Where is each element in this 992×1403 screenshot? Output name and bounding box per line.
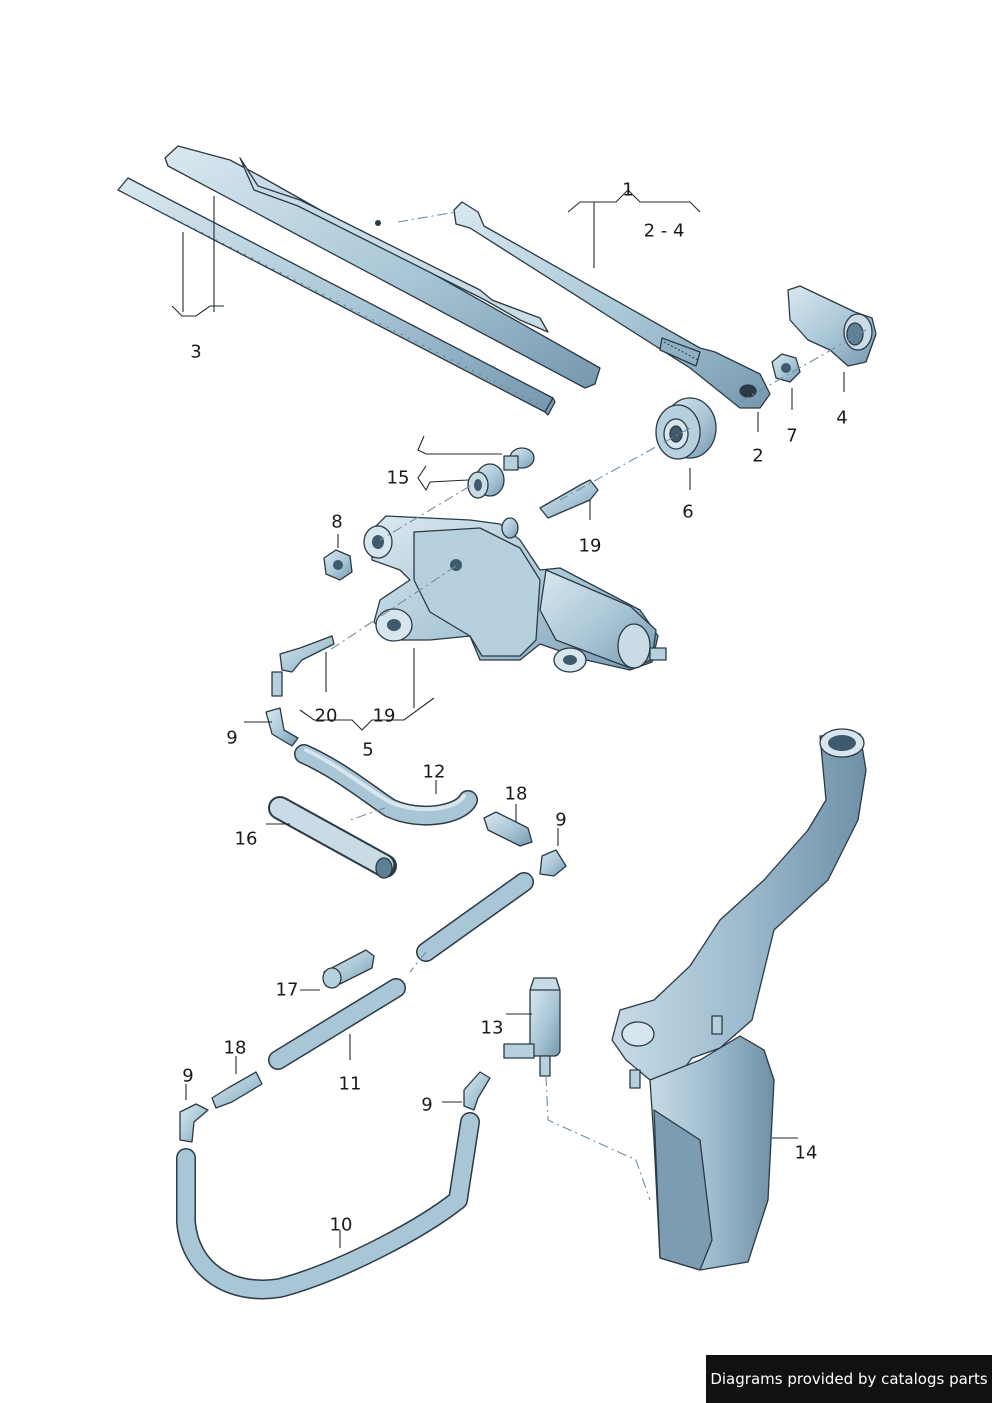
grommet-17 [322, 949, 375, 989]
cover-cap [787, 285, 877, 367]
callout-9-d: 9 [421, 1094, 433, 1116]
callout-17: 17 [275, 979, 299, 1001]
wiper-blade [164, 145, 601, 389]
callout-6: 6 [682, 501, 694, 523]
wiper-motor [363, 515, 667, 673]
callout-5: 5 [362, 739, 374, 761]
callout-7: 7 [786, 425, 798, 447]
hose-12 [294, 744, 478, 826]
callout-10: 10 [329, 1214, 353, 1236]
connector-9-upper [265, 707, 299, 747]
rubber-bush [655, 397, 717, 460]
callout-8: 8 [331, 511, 343, 533]
callout-9-c: 9 [182, 1065, 194, 1087]
catalog-credit-text: Diagrams provided by catalogs parts [710, 1370, 988, 1388]
callout-18-lower: 18 [223, 1037, 247, 1059]
callout-9-a: 9 [226, 727, 238, 749]
connector-18-lower [211, 1071, 263, 1109]
wiper-blade-rubber [117, 177, 556, 416]
assembly-chain-lines [329, 211, 867, 1201]
nut-8 [323, 549, 353, 581]
grommet-upper [503, 447, 535, 471]
callout-16: 16 [234, 828, 258, 850]
leader-lines [171, 189, 845, 1248]
hose-11-lower [268, 978, 406, 1070]
callout-20: 20 [314, 705, 338, 727]
bolt-upper [539, 479, 599, 519]
washer-reservoir [611, 728, 867, 1271]
grommet-lower [467, 463, 505, 499]
connector-9-left-lower [179, 1103, 209, 1143]
catalog-credit-banner: Diagrams provided by catalogs parts [706, 1355, 992, 1403]
callout-14: 14 [794, 1142, 818, 1164]
connector-9-right [539, 849, 567, 877]
hose-10 [176, 1112, 480, 1300]
callout-12: 12 [422, 761, 446, 783]
washer-pump-13 [503, 977, 561, 1077]
hose-11-upper [416, 872, 534, 962]
callout-2-4: 2 - 4 [643, 220, 685, 242]
protective-sleeve-16 [268, 796, 397, 879]
connector-18-upper [483, 811, 533, 847]
spray-nozzle-20 [271, 635, 335, 697]
callout-19-lower: 19 [372, 705, 396, 727]
callout-11: 11 [338, 1073, 362, 1095]
callout-15: 15 [386, 467, 410, 489]
wiper-arm [453, 201, 771, 409]
callout-13: 13 [480, 1017, 504, 1039]
callout-3: 3 [190, 341, 202, 363]
callout-9-b: 9 [555, 809, 567, 831]
callout-18-upper: 18 [504, 783, 528, 805]
callout-4: 4 [836, 407, 848, 429]
callout-19-upper: 19 [578, 535, 602, 557]
connector-9-right-lower [463, 1071, 491, 1111]
callout-2: 2 [752, 445, 764, 467]
callout-1: 1 [622, 179, 634, 201]
hex-nut [771, 353, 801, 383]
